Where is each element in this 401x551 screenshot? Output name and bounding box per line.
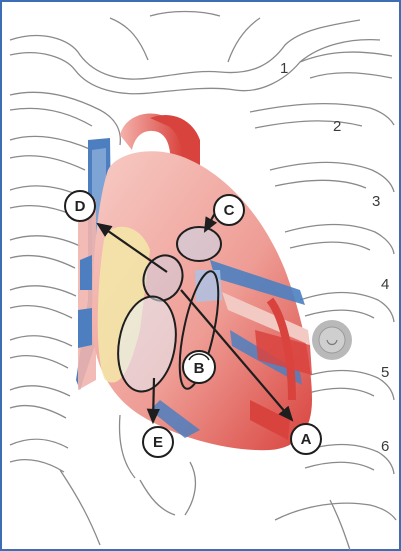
marker-c-label: C bbox=[224, 202, 235, 219]
rib-number-4: 4 bbox=[381, 276, 389, 293]
marker-a: A bbox=[291, 424, 321, 454]
marker-b-label: B bbox=[194, 360, 205, 377]
marker-e-label: E bbox=[153, 434, 163, 451]
rib-number-1: 1 bbox=[280, 60, 288, 77]
clavicle bbox=[10, 20, 360, 79]
arrow-to-e bbox=[153, 378, 154, 422]
marker-d-label: D bbox=[75, 198, 86, 215]
marker-b: B bbox=[183, 351, 215, 383]
jugular-notch bbox=[150, 12, 220, 17]
nipple-marker bbox=[312, 320, 352, 360]
heart-illustration bbox=[76, 113, 312, 450]
marker-c: C bbox=[214, 195, 244, 225]
rib-number-6: 6 bbox=[381, 438, 389, 455]
pulmonic-valve-outline bbox=[177, 227, 221, 261]
marker-d: D bbox=[65, 191, 95, 221]
rib-number-5: 5 bbox=[381, 364, 389, 381]
clavicle-lower bbox=[10, 40, 380, 94]
marker-a-label: A bbox=[301, 431, 312, 448]
marker-e: E bbox=[143, 427, 173, 457]
rib-number-2: 2 bbox=[333, 118, 341, 135]
rib-number-3: 3 bbox=[372, 193, 380, 210]
